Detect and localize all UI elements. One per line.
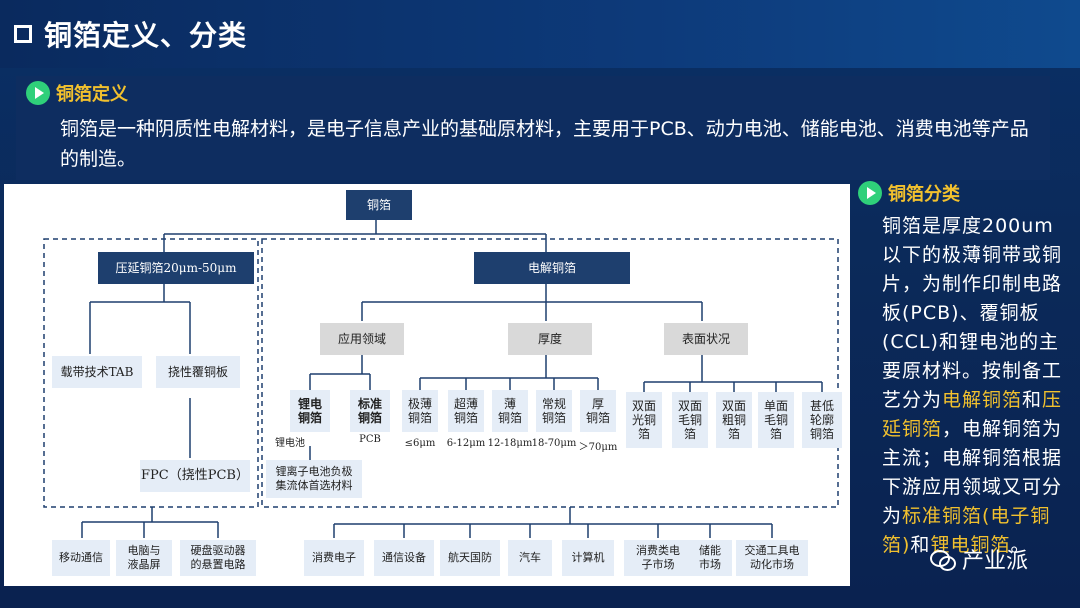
node-tab: 载带技术TAB (52, 356, 142, 388)
node-thick-2: 超薄 铜箔 (448, 390, 484, 432)
label-thick-1: ≤6μm (404, 438, 436, 449)
diagram-connectors (43, 220, 839, 538)
square-bullet-icon (14, 25, 32, 43)
definition-text: 铜箔是一种阴质性电解材料，是电子信息产业的基础原材料，主要用于PCB、动力电池、… (60, 118, 1029, 170)
node-thick-4: 常规 铜箔 (536, 390, 572, 432)
classification-diagram: 铜箔 压延铜箔20μm-50μm 载带技术TAB 挠性覆铜板 FPC（挠性PCB… (4, 184, 850, 586)
node-surface-4: 单面 毛铜 箔 (758, 392, 794, 448)
node-fpc: FPC（挠性PCB） (140, 460, 250, 492)
classification-text-2: 和 (1022, 389, 1043, 411)
node-group-application: 应用领域 (320, 323, 404, 355)
node-thick-3: 薄 铜箔 (492, 390, 528, 432)
title-bar (0, 0, 1080, 68)
node-surface-2: 双面 毛铜 箔 (672, 392, 708, 448)
node-electrolytic-foil: 电解铜箔 (474, 252, 630, 284)
node-surface-5: 甚低 轮廓 铜箔 (802, 392, 842, 448)
highlight-electrolytic: 电解铜箔 (942, 389, 1023, 411)
label-thick-2: 6-12μm (446, 438, 486, 449)
node-rolled-foil: 压延铜箔20μm-50μm (98, 252, 254, 284)
classification-text-4: 和 (910, 534, 931, 556)
node-app-hdd: 硬盘驱动器 的悬置电路 (180, 540, 256, 576)
label-thick-3: 12-18μm (487, 438, 533, 449)
label-pcb: PCB (359, 434, 381, 445)
watermark-text: 产业派 (962, 549, 1029, 574)
node-app-auto: 汽车 (508, 540, 552, 576)
highlight-lithium: 锂电铜箔 (930, 534, 1011, 556)
classification-heading-text: 铜箔分类 (888, 184, 960, 205)
node-thick-5: 厚 铜箔 (580, 390, 616, 432)
page-title-text: 铜箔定义、分类 (44, 19, 248, 52)
node-flex-ccl: 挠性覆铜板 (156, 356, 240, 388)
node-surface-1: 双面 光铜 箔 (626, 392, 662, 448)
play-icon (858, 181, 882, 205)
label-thick-4: 18-70μm (531, 438, 577, 449)
node-thick-1: 极薄 铜箔 (402, 390, 438, 432)
definition-panel (16, 76, 1050, 180)
classification-text-3: ，电解铜箔为主流；电解铜箔根据下游应用领域又可分为 (882, 418, 1063, 527)
node-app-telecom: 通信设备 (374, 540, 434, 576)
node-app-consumer-electronics: 消费电子 (304, 540, 364, 576)
node-app-mobile: 移动通信 (52, 540, 110, 576)
node-app-storage-market: 储能 市场 (688, 540, 732, 576)
node-app-ev-market: 交通工具电 动化市场 (736, 540, 808, 576)
node-standard-foil: 标准 铜箔 (350, 390, 390, 432)
definition-heading: 铜箔定义 (26, 80, 128, 106)
node-lithium-note: 锂离子电池负极 集流体首选材料 (266, 460, 362, 498)
label-lithium-battery: 锂电池 (275, 438, 305, 449)
node-app-pc-lcd: 电脑与 液晶屏 (116, 540, 172, 576)
wechat-icon (930, 548, 956, 571)
label-thick-5: ＞70μm (578, 442, 618, 453)
node-copper-foil: 铜箔 (346, 190, 412, 220)
highlight-standard: 标准铜箔(电子铜箔) (882, 505, 1051, 556)
node-surface-3: 双面 粗铜 箔 (716, 392, 752, 448)
node-lithium-foil: 锂电 铜箔 (290, 390, 330, 432)
highlight-rolled: 压延铜箔 (882, 389, 1063, 440)
node-app-aerospace: 航天国防 (440, 540, 500, 576)
page-title: 铜箔定义、分类 (14, 14, 247, 54)
play-icon (26, 81, 50, 105)
watermark: 产业派 (930, 543, 1028, 575)
node-app-computer: 计算机 (562, 540, 614, 576)
node-group-surface: 表面状况 (664, 323, 748, 355)
classification-text: 铜箔是厚度200um以下的极薄铜带或铜片，为制作印制电路板(PCB)、覆铜板(C… (882, 212, 1072, 560)
definition-heading-text: 铜箔定义 (56, 84, 128, 105)
classification-heading: 铜箔分类 (858, 180, 960, 206)
classification-text-5: 。 (1010, 534, 1031, 556)
classification-text-1: 铜箔是厚度200um以下的极薄铜带或铜片，为制作印制电路板(PCB)、覆铜板(C… (882, 215, 1063, 411)
node-app-consumer-market: 消费类电 子市场 (624, 540, 692, 576)
node-group-thickness: 厚度 (508, 323, 592, 355)
